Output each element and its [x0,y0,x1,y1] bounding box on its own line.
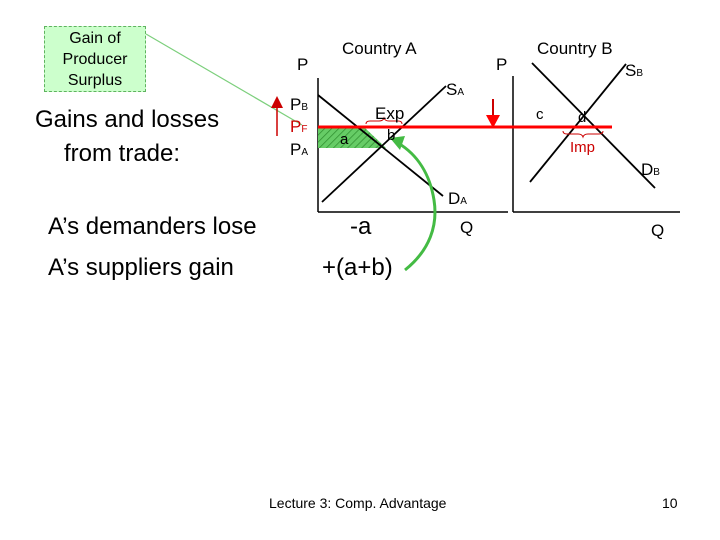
exports-brace [365,116,403,125]
country-a-q-axis-label: Q [460,218,474,237]
supply-b-main: S [625,61,637,80]
country-a-p-axis-label: P [297,55,309,74]
imports-label: Imp [570,139,596,156]
price-f-label: PF [290,117,307,137]
callout-line-3: Surplus [67,71,123,89]
price-a-main: P [290,140,302,159]
country-b-q-axis-label: Q [651,221,665,240]
price-b-sub: B [301,102,309,113]
heading-line-1: Gains and losses [35,106,220,133]
gain-arrow-curve [397,141,437,272]
area-d-label: d [578,109,587,126]
footer-page-number: 10 [662,495,678,511]
demand-a-label: DA [448,189,467,209]
demand-b-main: D [641,160,654,179]
price-f-main: P [290,117,302,136]
demanders-effect-value: -a [350,213,372,240]
producer-surplus-callout: Gain of Producer Surplus [44,26,146,92]
country-b-title: Country B [537,39,613,58]
supply-a-label: SA [446,80,464,100]
demand-b-sub: B [653,167,660,178]
supply-a-sub: A [457,87,465,98]
area-c-label: c [536,106,544,123]
callout-line-1: Gain of [69,29,121,47]
supply-b-sub: B [636,68,644,79]
country-b-p-axis-label: P [496,55,508,74]
exports-label: Exp [375,104,405,123]
supply-curve-b [529,63,627,183]
price-a-label: PA [290,140,308,160]
area-a-label: a [340,131,349,148]
callout-line-2: Producer [62,50,128,68]
price-a-sub: A [301,147,309,158]
price-fall-arrow-head [486,115,500,128]
demand-a-main: D [448,189,461,208]
price-rise-arrow-head [271,96,283,108]
producer-surplus-area [318,127,386,148]
heading-line-2: from trade: [64,140,181,167]
area-b-label: b [387,127,396,144]
price-b-label: PB [290,95,308,115]
demand-curve-a [317,94,444,197]
demand-b-label: DB [641,160,660,180]
demand-a-sub: A [460,196,467,207]
suppliers-effect-label: A’s suppliers gain [48,254,234,281]
supply-b-label: SB [625,61,643,81]
suppliers-effect-value: +(a+b) [322,254,393,281]
imports-brace [562,130,604,139]
footer-lecture: Lecture 3: Comp. Advantage [269,495,447,511]
gain-arrow-head [390,136,405,150]
demanders-effect-label: A’s demanders lose [48,213,257,240]
price-b-main: P [290,95,302,114]
country-a-title: Country A [342,39,417,58]
supply-curve-a [321,85,447,203]
callout-connector [145,33,303,126]
price-f-sub: F [301,124,308,135]
supply-a-main: S [446,80,458,99]
